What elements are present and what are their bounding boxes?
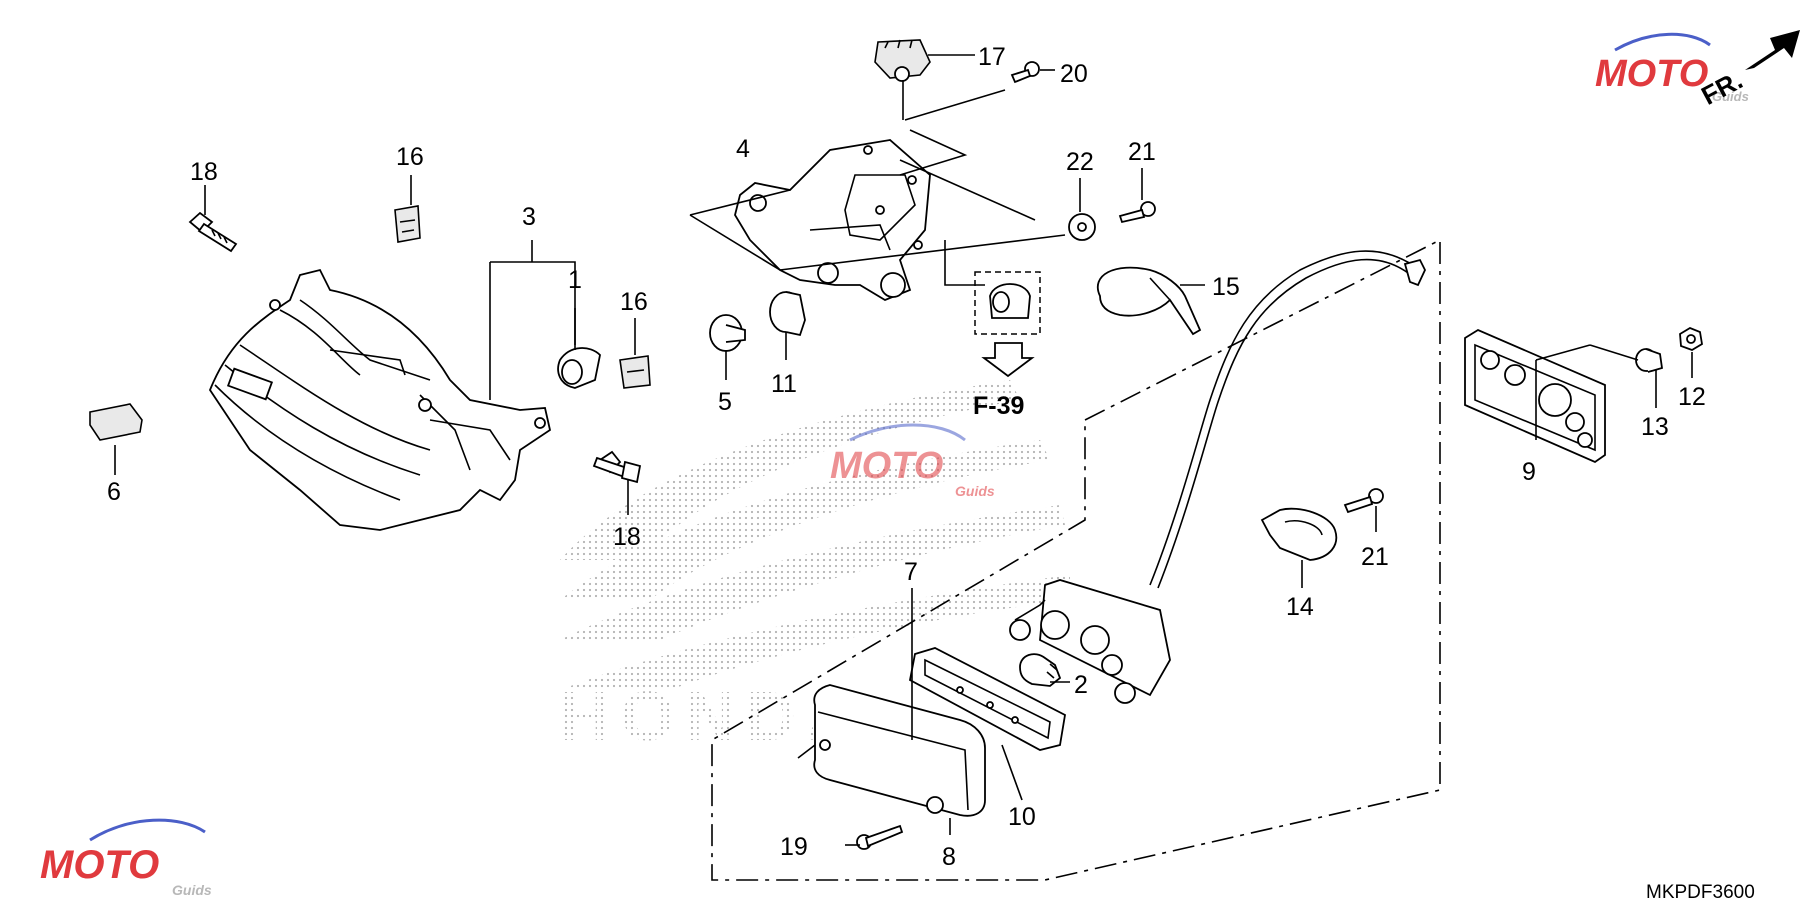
part-3-bracket-line [490, 261, 576, 350]
part-22-washer [1068, 213, 1096, 241]
top-right-watermark-sub: Guids [1712, 89, 1749, 104]
part-label-7: 7 [904, 558, 918, 586]
part-label-22: 22 [1066, 148, 1094, 176]
part-label-17: 17 [978, 43, 1006, 71]
part-label-5: 5 [718, 388, 732, 416]
bottom-left-watermark-sub: Guids [172, 882, 212, 898]
part-label-4: 4 [736, 135, 750, 163]
part-9-plate [1464, 328, 1606, 464]
center-watermark-logo: MOTO Guids [830, 423, 995, 499]
part-label-16-lower: 16 [620, 288, 648, 316]
part-18-bolt-lower [592, 450, 642, 484]
part-label-15: 15 [1212, 273, 1240, 301]
part-18-bolt-upper [188, 211, 238, 253]
part-label-20: 20 [1060, 60, 1088, 88]
part-7-license-light-harness [711, 238, 1441, 881]
part-21-screw-upper [1118, 201, 1156, 224]
part-6-rubber-pad [89, 403, 143, 441]
part-4-leader-lines [689, 80, 1066, 286]
part-number-labels: 1 2 3 4 5 6 7 8 9 10 11 12 13 14 15 16 1… [107, 43, 1755, 903]
leader-lines [114, 54, 1693, 846]
part-label-16-upper: 16 [396, 143, 424, 171]
part-label-19: 19 [780, 833, 808, 861]
reference-label-f39: F-39 [973, 392, 1024, 420]
part-4-stay-bracket [734, 139, 931, 302]
part-5-collar [709, 314, 746, 352]
part-label-9: 9 [1522, 458, 1536, 486]
bottom-left-watermark-logo: MOTO Guids [40, 818, 212, 898]
part-8-lens [797, 684, 986, 817]
center-watermark-brand: MOTO [830, 445, 943, 487]
part-20-screw [1010, 61, 1040, 84]
part-11-rubber-grommet [769, 291, 806, 337]
top-right-watermark-brand: MOTO [1595, 53, 1708, 95]
part-17-connector [874, 39, 931, 82]
part-2-bulb [1019, 653, 1062, 687]
part-label-18-upper: 18 [190, 158, 218, 186]
center-watermark-sub: Guids [955, 483, 995, 499]
top-right-watermark-logo: MOTO Guids [1595, 32, 1749, 104]
part-19-screw [856, 824, 904, 850]
part-15-band [1097, 266, 1202, 336]
honda-text-watermark: HONDA [560, 677, 867, 755]
part-label-8: 8 [942, 843, 956, 871]
part-label-2: 2 [1074, 671, 1088, 699]
bottom-left-watermark-brand: MOTO [40, 843, 159, 887]
part-label-1: 1 [568, 266, 582, 294]
part-label-12: 12 [1678, 383, 1706, 411]
part-label-10: 10 [1008, 803, 1036, 831]
part-label-3: 3 [522, 203, 536, 231]
diagram-code: MKPDF3600 [1646, 882, 1755, 903]
part-label-11: 11 [771, 370, 797, 398]
part-13-collar [1635, 348, 1664, 373]
part-label-6: 6 [107, 478, 121, 506]
part-label-21-upper: 21 [1128, 138, 1156, 166]
part-label-21-lower: 21 [1361, 543, 1389, 571]
part-14-clamp [1260, 507, 1338, 561]
part-1-grommet [557, 347, 601, 389]
tail-light-assembly [208, 268, 552, 531]
part-label-14: 14 [1286, 593, 1314, 621]
part-16-clip-upper [394, 205, 421, 243]
part-10-gasket [908, 647, 1066, 751]
part-12-nut [1679, 326, 1703, 351]
part-label-18-lower: 18 [613, 523, 641, 551]
part-21-screw-lower [1343, 488, 1384, 514]
f39-reference-box [974, 271, 1041, 378]
part-label-13: 13 [1641, 413, 1669, 441]
part-16-clip-lower [619, 355, 651, 389]
